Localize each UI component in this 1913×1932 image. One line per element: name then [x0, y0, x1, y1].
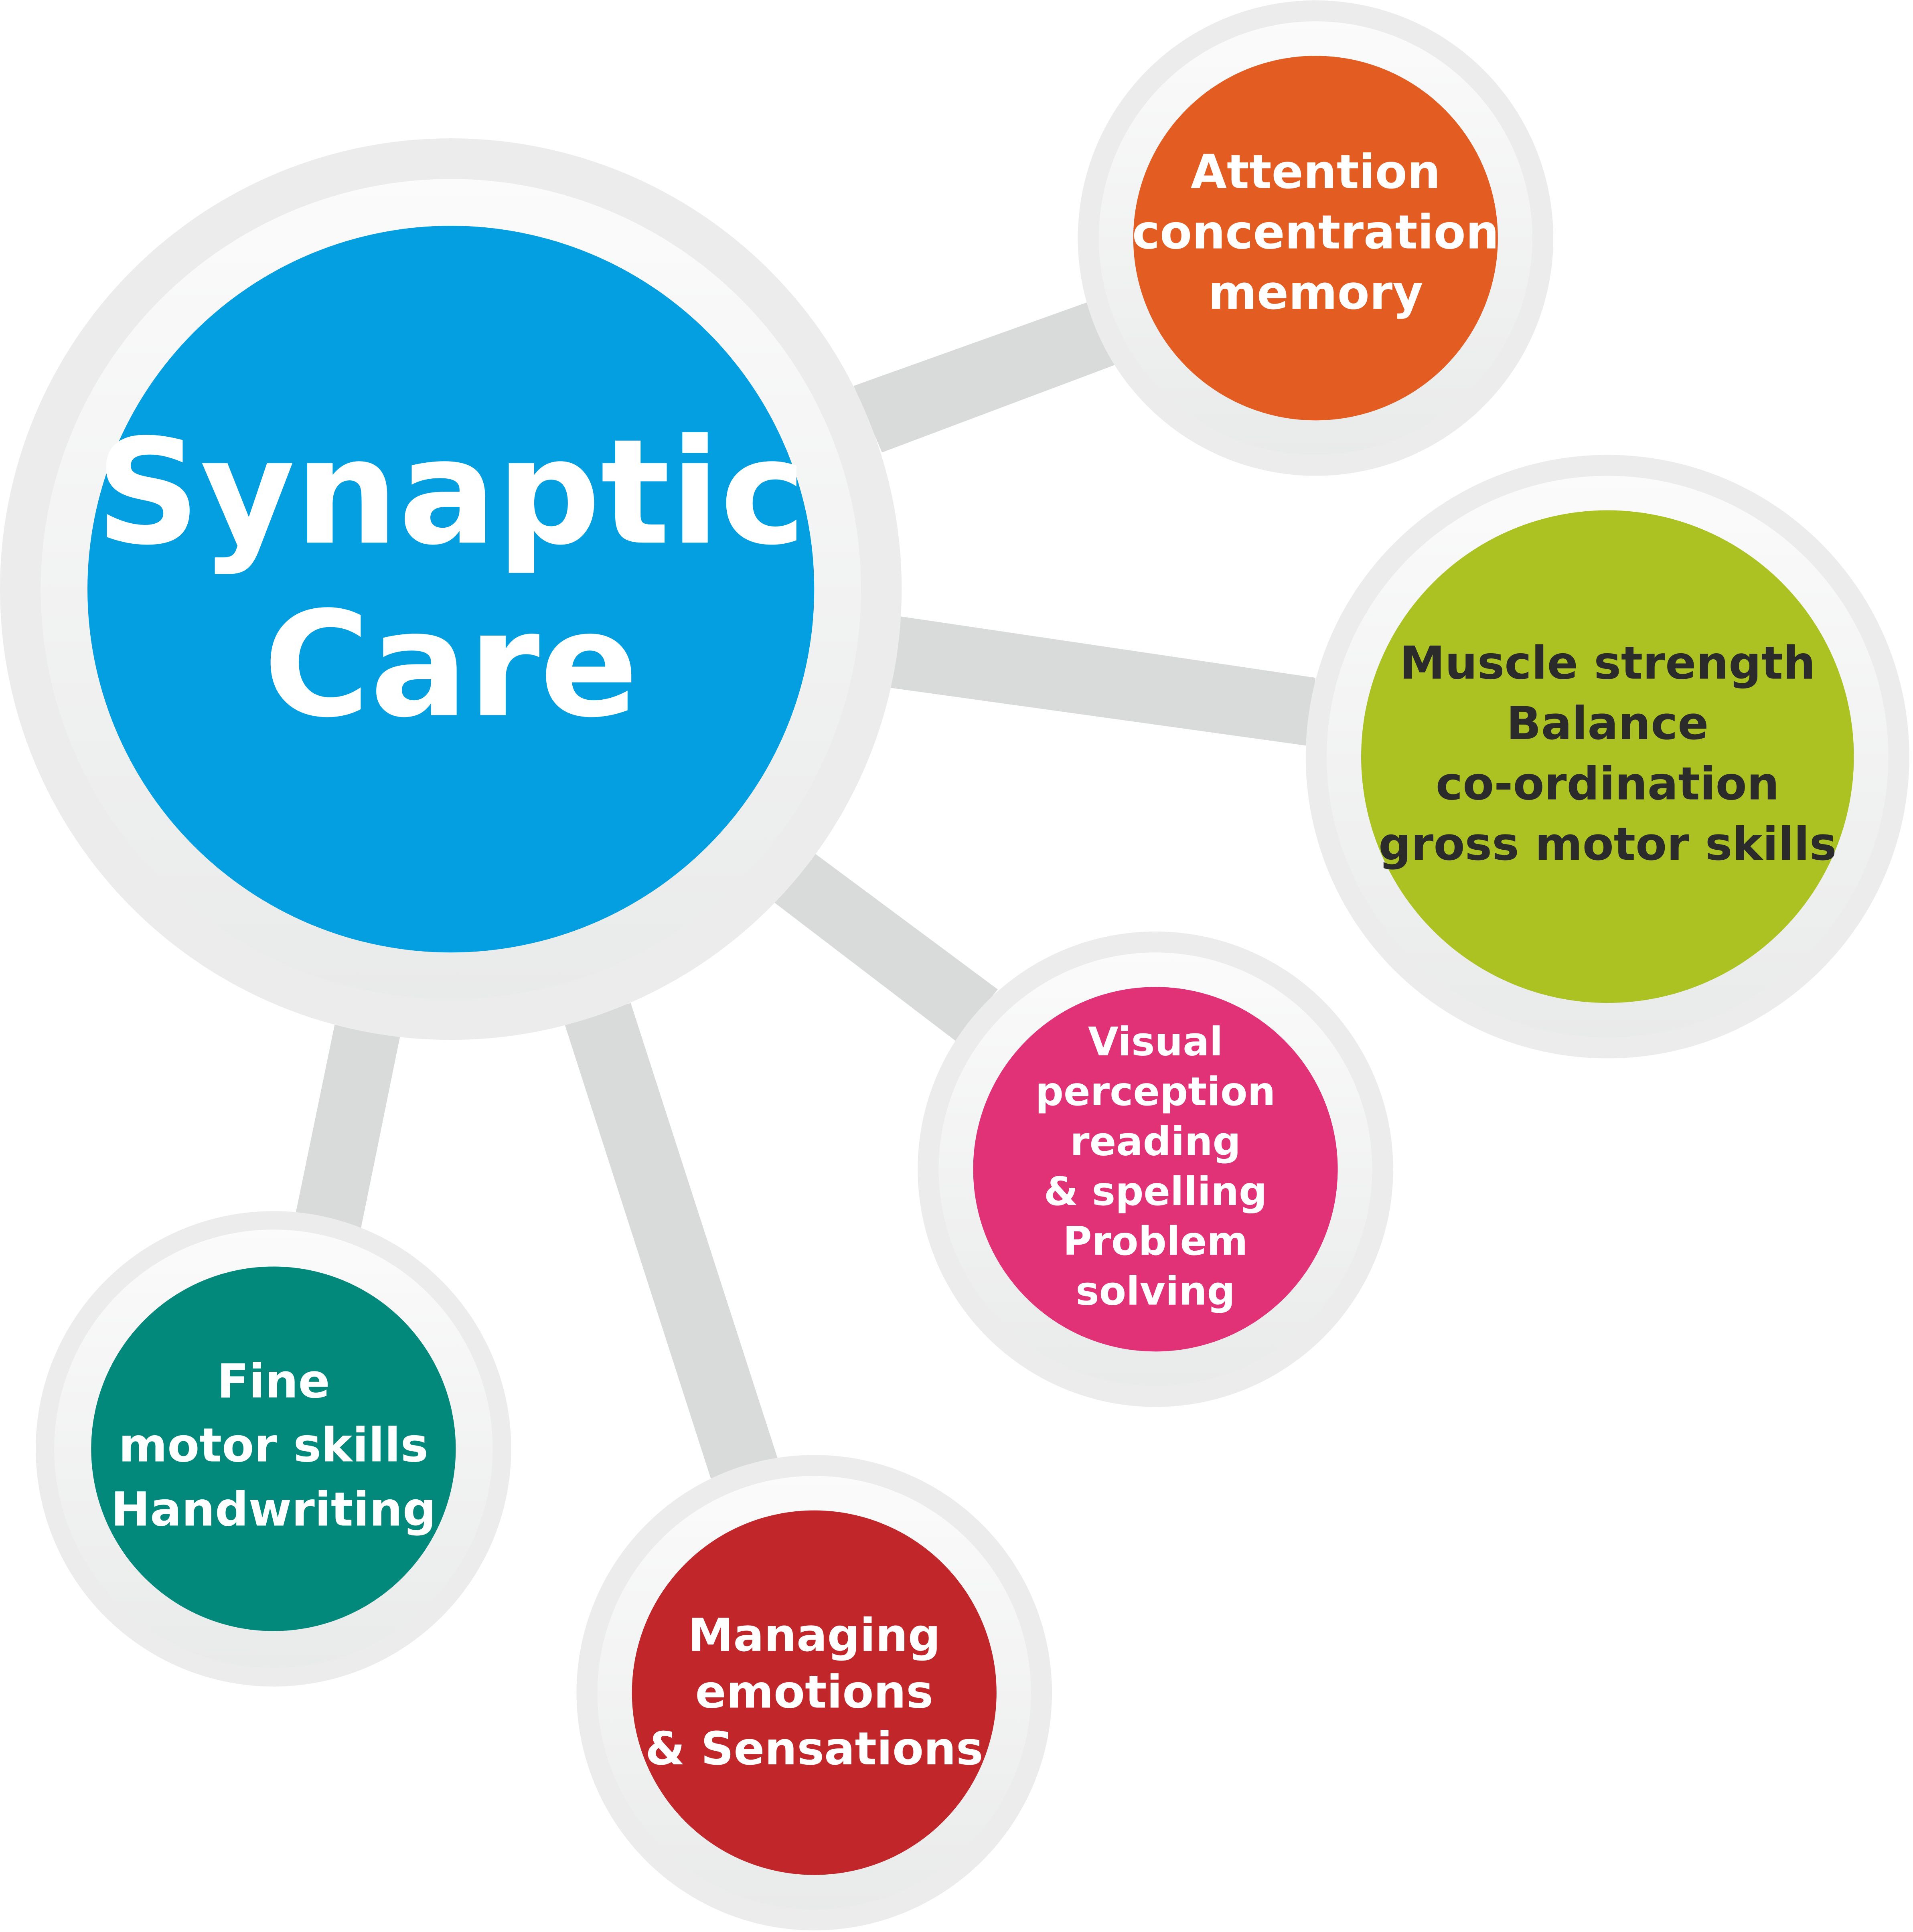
node-muscle-label-line: Muscle strength [1400, 636, 1816, 689]
main-node-label-line: Synaptic [95, 408, 806, 577]
node-emotions-label-line: emotions [695, 1666, 933, 1719]
connector-visual [773, 854, 998, 1041]
node-fine-motor-label-line: Fine [217, 1354, 330, 1409]
node-visual-label-line: perception [1036, 1069, 1276, 1115]
node-attention-fill [1133, 56, 1498, 421]
node-fine-motor-label-line: Handwriting [111, 1482, 436, 1537]
node-attention-label-line: Attention [1191, 145, 1441, 199]
node-emotions-fill [632, 1510, 997, 1875]
connector-emotions [564, 1003, 779, 1478]
node-emotions-label-line: & Sensations [645, 1722, 983, 1775]
node-fine-motor-fill [91, 1266, 456, 1631]
main-node-fill [87, 226, 815, 953]
node-visual-fill [973, 987, 1338, 1352]
node-visual-label-line: & spelling [1044, 1169, 1267, 1215]
node-attention-label-line: memory [1208, 265, 1423, 320]
connectors [296, 302, 1316, 1478]
node-visual-label-line: Visual [1088, 1019, 1223, 1065]
node-visual-label-line: reading [1070, 1119, 1241, 1164]
node-muscle-label-line: co-ordination [1436, 757, 1779, 810]
connector-fine-motor [296, 1023, 401, 1229]
node-muscle-label-line: Balance [1506, 697, 1708, 750]
node-fine-motor-label-line: motor skills [119, 1418, 428, 1473]
node-muscle-fill [1361, 510, 1854, 1003]
main-node-label-line: Care [263, 581, 638, 749]
node-emotions-label-line: Managing [688, 1609, 940, 1662]
connector-attention [853, 302, 1115, 453]
node-muscle-label-line: gross motor skills [1378, 818, 1836, 871]
node-visual-label-line: solving [1076, 1269, 1235, 1314]
connector-muscle [889, 616, 1316, 746]
node-attention: Attention concentration memory [1078, 0, 1554, 476]
node-attention-label-line: concentration [1132, 205, 1499, 259]
node-visual-label-line: Problem [1063, 1219, 1248, 1264]
